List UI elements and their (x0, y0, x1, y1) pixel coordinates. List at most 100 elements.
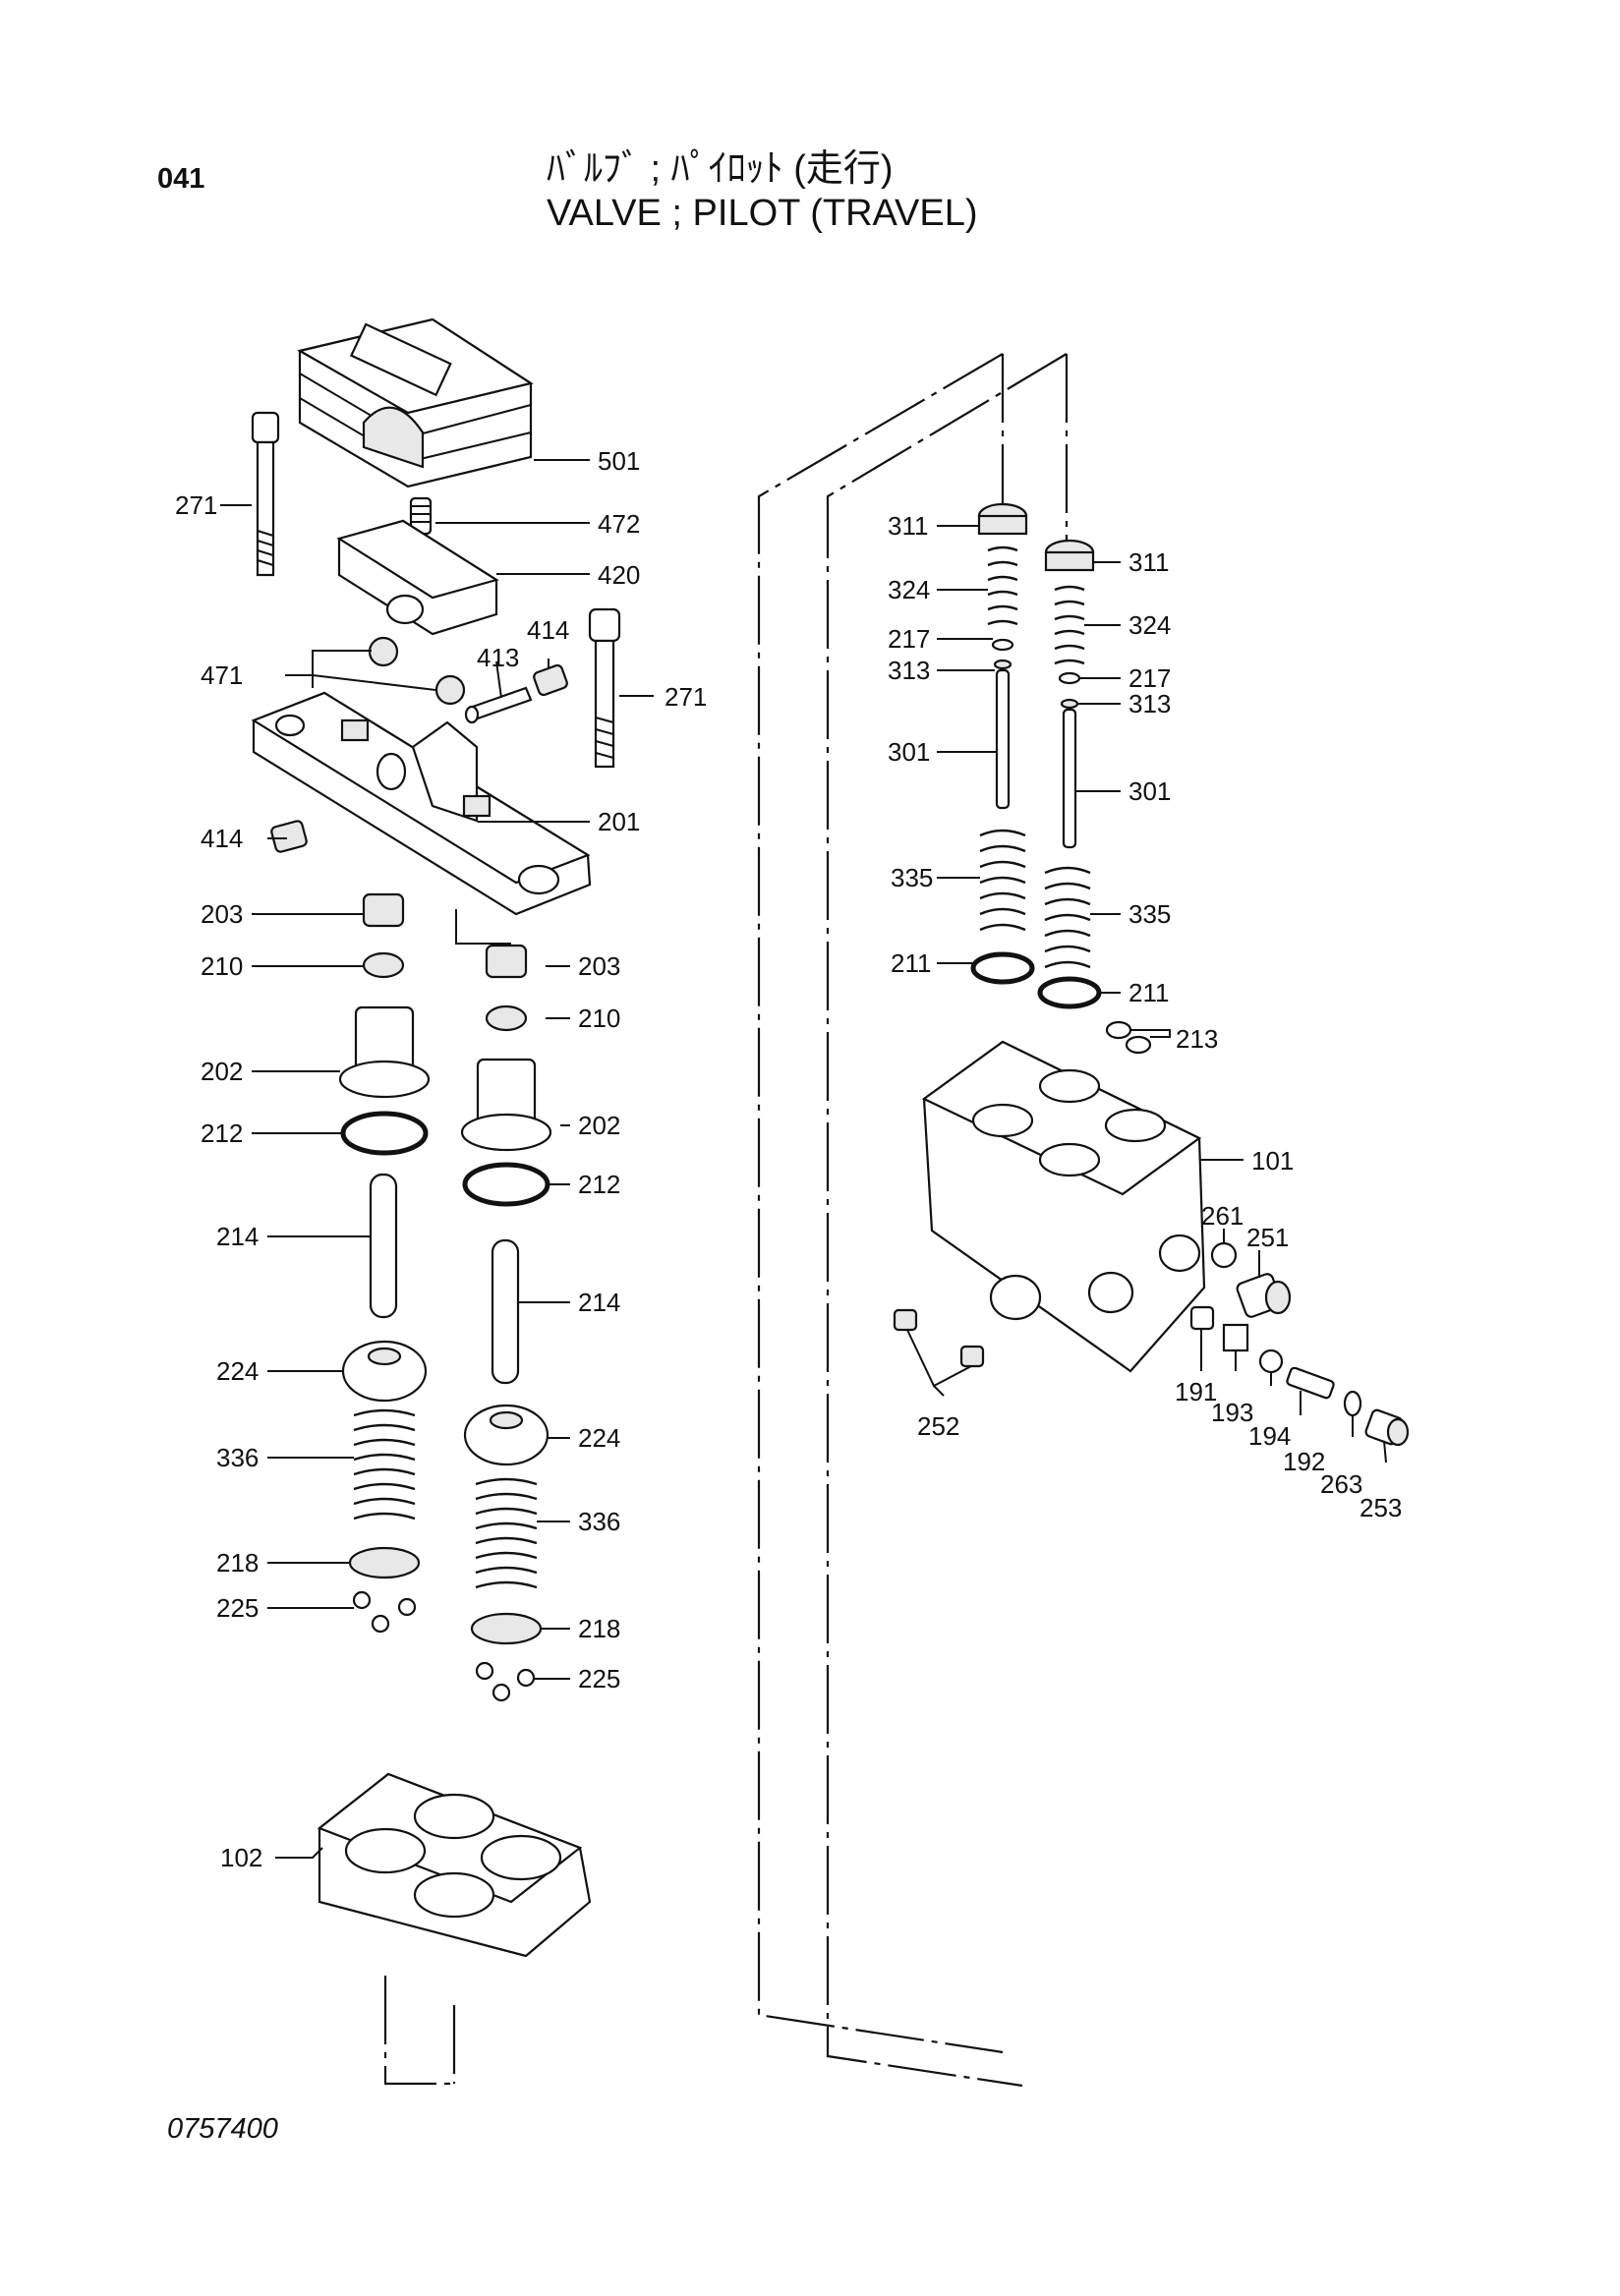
callout-214-right: 214 (578, 1288, 620, 1317)
callout-335-left: 335 (891, 863, 933, 892)
callout-472: 472 (598, 509, 640, 539)
push-rod-left (369, 1173, 398, 1319)
washer-right (470, 1612, 543, 1645)
callout-413: 413 (477, 643, 519, 672)
callout-335-right: 335 (1128, 899, 1171, 929)
cover-boot (297, 317, 534, 488)
callout-218-right: 218 (578, 1614, 620, 1643)
document-number: 0757400 (167, 2113, 278, 2145)
push-rod-holder-right (460, 1058, 552, 1152)
casing (251, 691, 592, 916)
callout-192: 192 (1283, 1447, 1325, 1476)
spring-left (353, 1408, 416, 1521)
spool-left (995, 668, 1011, 810)
ball-194 (1258, 1349, 1284, 1374)
spool-right (1062, 708, 1077, 849)
callout-301-left: 301 (888, 737, 930, 767)
callout-313-left: 313 (888, 656, 930, 685)
callout-336-left: 336 (216, 1443, 259, 1472)
callout-101: 101 (1251, 1146, 1294, 1176)
callout-202-left: 202 (201, 1057, 243, 1086)
callout-202-right: 202 (578, 1111, 620, 1140)
washer-left (348, 1546, 421, 1579)
callout-271-right: 271 (665, 682, 707, 712)
callout-217-right: 217 (1128, 663, 1171, 693)
callout-252: 252 (917, 1411, 959, 1441)
plug-right (485, 944, 528, 979)
callout-261: 261 (1201, 1201, 1244, 1231)
callout-224-right: 224 (578, 1423, 620, 1453)
ball-2 (434, 674, 466, 706)
spring-335-right (1044, 866, 1091, 969)
bushing-lower (270, 820, 308, 853)
callout-102: 102 (220, 1843, 262, 1872)
push-rod-holder-left (338, 1005, 431, 1099)
ball-1 (368, 636, 399, 667)
callout-labels: 501 472 420 271 271 414 413 414 471 201 … (175, 446, 1402, 1872)
callout-212-left: 212 (201, 1119, 243, 1148)
title-english: VALVE ; PILOT (TRAVEL) (547, 193, 978, 234)
shims-left (352, 1590, 417, 1634)
o-ring-261 (1210, 1241, 1238, 1269)
callout-420: 420 (598, 560, 640, 590)
callout-225-left: 225 (216, 1593, 259, 1623)
leader-lines (220, 459, 1387, 1859)
callout-263: 263 (1320, 1469, 1362, 1499)
callout-193: 193 (1211, 1398, 1253, 1427)
callout-336-right: 336 (578, 1507, 620, 1536)
bushing-upper (533, 663, 568, 697)
o-ring-213-a (1105, 1020, 1132, 1040)
spring-335-left (979, 829, 1026, 932)
o-ring-left (340, 1111, 429, 1156)
callout-210-right: 210 (578, 1004, 620, 1033)
callout-253: 253 (1360, 1493, 1402, 1522)
seat-192 (1286, 1366, 1335, 1400)
pivot-pin (464, 686, 533, 724)
title-japanese: ﾊﾞﾙﾌﾞ ; ﾊﾟｲﾛｯﾄ (走行) (547, 148, 894, 190)
spring-right (475, 1477, 538, 1589)
bolt-right (588, 607, 621, 769)
o-ring-263 (1343, 1390, 1362, 1417)
push-rod-right (491, 1238, 520, 1385)
callout-217-left: 217 (888, 624, 930, 654)
callout-210-left: 210 (201, 951, 243, 981)
callout-213: 213 (1176, 1024, 1218, 1054)
callout-218-left: 218 (216, 1548, 259, 1578)
callout-251: 251 (1246, 1223, 1289, 1252)
base-plate (317, 1772, 592, 1958)
callout-191: 191 (1175, 1377, 1217, 1406)
seal-left (362, 951, 405, 979)
washer-217-left (991, 638, 1014, 652)
spring-seat-left (341, 1340, 428, 1403)
bolt-left (251, 411, 280, 577)
cam-bracket (336, 519, 499, 636)
o-ring-213-b (1125, 1035, 1152, 1055)
page-code: 041 (157, 163, 205, 195)
spring-324-right (1054, 585, 1085, 665)
washer-313-left (993, 659, 1012, 670)
o-ring-211-left (970, 951, 1035, 985)
callout-225-right: 225 (578, 1664, 620, 1693)
plug-251 (1236, 1273, 1292, 1318)
washer-313-right (1060, 698, 1079, 710)
callout-324-right: 324 (1128, 610, 1171, 640)
callout-414-lower: 414 (201, 824, 243, 853)
callout-212-right: 212 (578, 1170, 620, 1199)
valve-body (921, 1040, 1206, 1373)
callout-201: 201 (598, 807, 640, 836)
callout-324-left: 324 (888, 575, 930, 604)
sleeve-191 (1189, 1305, 1215, 1331)
plugs-252 (893, 1308, 985, 1368)
cap-right (1044, 539, 1095, 572)
callout-203-left: 203 (201, 899, 243, 929)
shims-right (475, 1661, 536, 1702)
washer-217-right (1058, 671, 1081, 685)
spring-324-left (987, 545, 1018, 626)
callout-414-upper: 414 (527, 615, 569, 645)
callout-301-right: 301 (1128, 776, 1171, 806)
callout-471: 471 (201, 660, 243, 690)
callout-203-right: 203 (578, 951, 620, 981)
filter-193 (1222, 1323, 1249, 1352)
spring-seat-right (463, 1404, 550, 1466)
